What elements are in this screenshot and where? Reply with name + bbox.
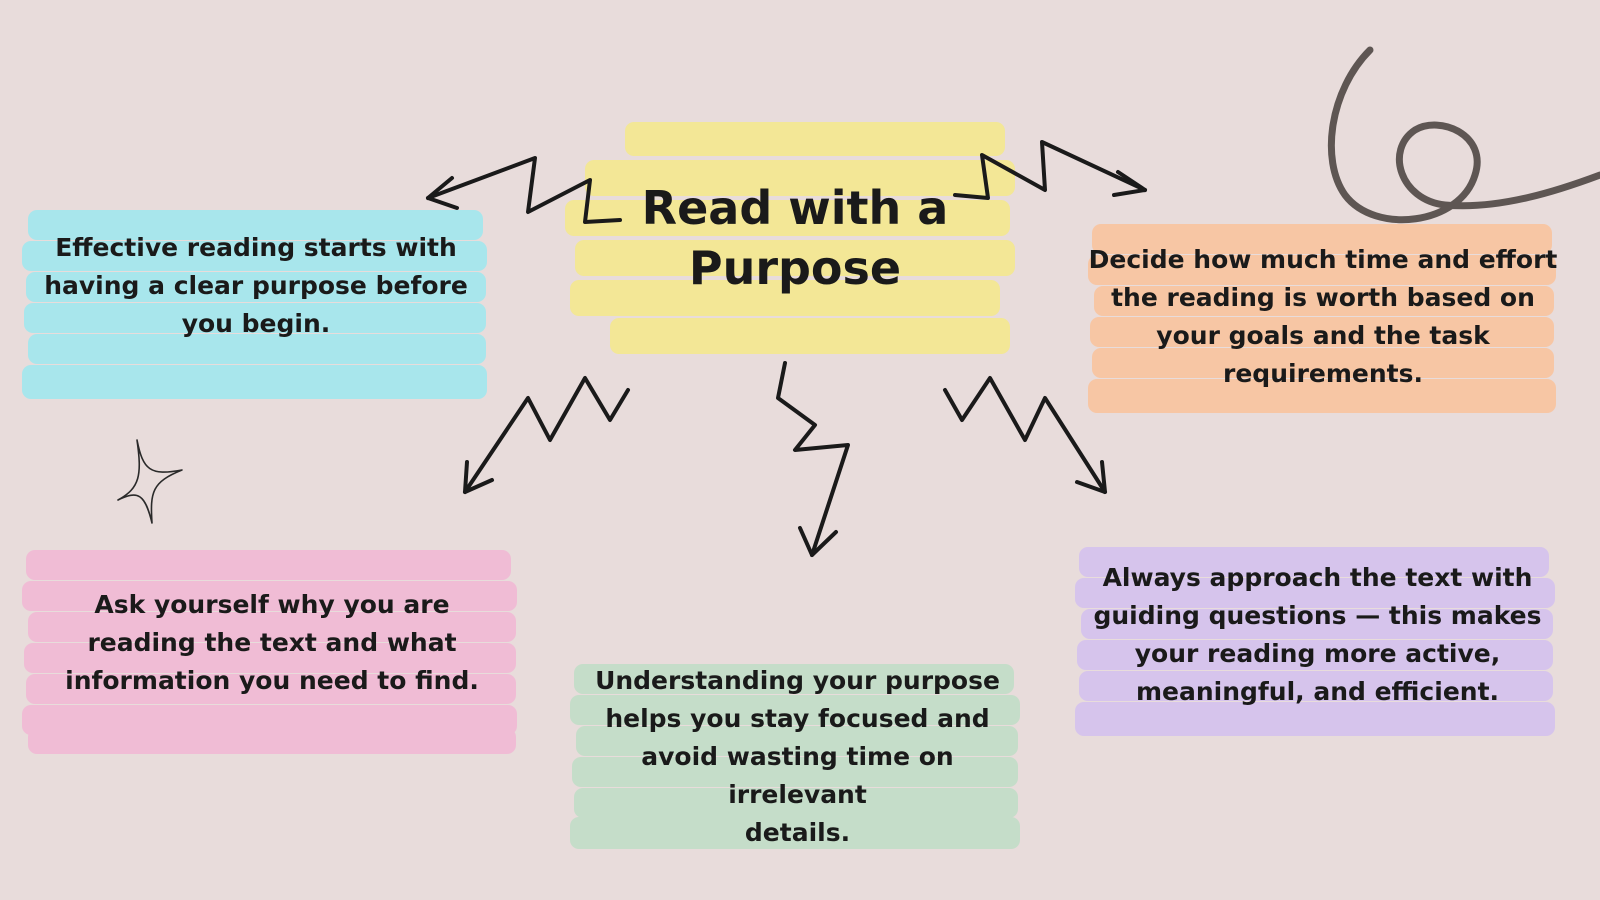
zigzag-arrow-icon: [426, 156, 622, 224]
node-bottom-left: Ask yourself why you are reading the tex…: [22, 548, 522, 758]
zigzag-arrow-icon: [953, 140, 1147, 200]
node-bottom-right: Always approach the text with guiding qu…: [1075, 545, 1560, 745]
swirl-icon: [1327, 46, 1600, 224]
node-highlight: [22, 208, 490, 408]
node-top-right: Decide how much time and effort the read…: [1088, 222, 1558, 422]
node-highlight: [1075, 545, 1560, 745]
node-text: Understanding your purpose helps you sta…: [595, 666, 1000, 847]
node-highlight: [22, 548, 522, 758]
sparkle-icon: [117, 439, 183, 524]
zigzag-arrow-icon: [463, 376, 630, 494]
node-highlight: [1088, 222, 1558, 422]
central-topic: Read with a Purpose: [565, 118, 1025, 358]
node-top-left: Effective reading starts with having a c…: [22, 208, 490, 408]
zigzag-arrow-icon: [776, 361, 850, 557]
zigzag-arrow-icon: [943, 376, 1107, 494]
node-bottom-center: Understanding your purpose helps you sta…: [570, 662, 1025, 852]
diagram-title: Read with a Purpose: [641, 181, 949, 295]
node-highlight: [570, 662, 1025, 852]
node-text: Effective reading starts with having a c…: [44, 233, 468, 338]
node-text: Always approach the text with guiding qu…: [1093, 563, 1542, 706]
node-text: Ask yourself why you are reading the tex…: [65, 590, 479, 695]
node-text: Decide how much time and effort the read…: [1088, 245, 1558, 388]
center-highlight: [565, 118, 1025, 358]
